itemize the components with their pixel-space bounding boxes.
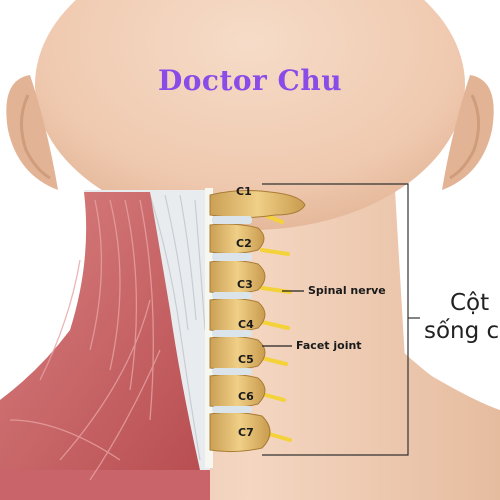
side-caption-line1: Cột xyxy=(450,290,490,316)
annotation-facet-joint: Facet joint xyxy=(296,339,362,352)
vertebra-label-c3: C3 xyxy=(237,278,253,291)
left-ear xyxy=(6,75,59,190)
annotation-spinal-nerve: Spinal nerve xyxy=(308,284,386,297)
trapezius-muscle xyxy=(0,192,200,470)
vertebra-label-c6: C6 xyxy=(238,390,254,403)
vertebra-label-c7: C7 xyxy=(238,426,254,439)
vertebra-label-c1: C1 xyxy=(236,185,252,198)
spinal-nerve-roots xyxy=(260,212,292,442)
head xyxy=(35,0,465,230)
vertebra-label-c5: C5 xyxy=(238,353,254,366)
spine-bracket xyxy=(262,183,409,456)
right-ear xyxy=(442,75,494,190)
side-caption-line2: sống c xyxy=(424,318,500,344)
vertebra-label-c4: C4 xyxy=(238,318,254,331)
cervical-vertebrae xyxy=(209,190,306,453)
vertebra-label-c2: C2 xyxy=(236,237,252,250)
watermark-text: Doctor Chu xyxy=(157,64,343,97)
